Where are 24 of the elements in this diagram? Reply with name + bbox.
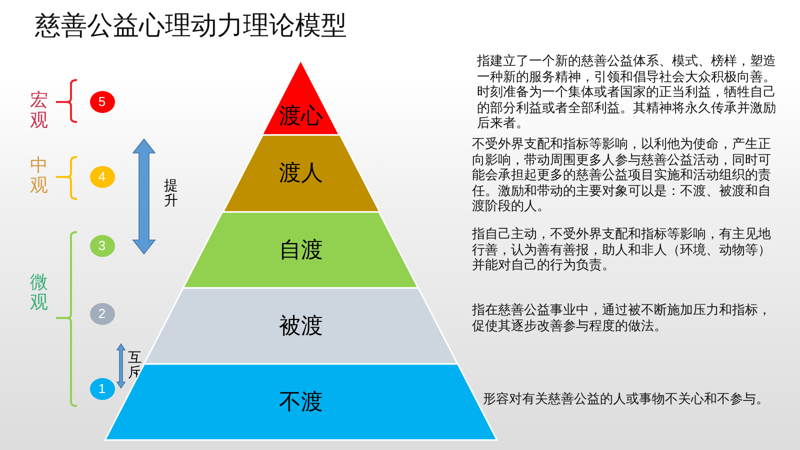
vertical-label: 微观	[30, 273, 48, 313]
vertical-label: 宏观	[30, 91, 48, 131]
number-circle: 2	[90, 303, 114, 325]
number-circle: 5	[90, 91, 114, 113]
number-circle: 3	[90, 235, 114, 257]
level-label: 渡心	[278, 105, 323, 127]
level-label: 不渡	[279, 391, 323, 413]
level-label: 渡人	[278, 162, 323, 184]
description-text: 指自己主动，不受外界支配和指标等影响，有主见地行善，认为善有善报，助人和非人（环境、动物等）并能对自己的行为负责。	[472, 226, 772, 273]
number-circle: 1	[90, 378, 114, 400]
number-circle: 4	[90, 166, 114, 188]
pyramid-level	[105, 364, 497, 440]
description-text: 指建立了一个新的慈善公益体系、模式、榜样，塑造一种新的服务精神，引领和倡导社会大众积极向善。时刻准备为一个集体或者国家的正当利益，牺牲自己的部分利益或者全部利益。其精神将永久传承并激励后来者。	[477, 53, 777, 131]
diagram-title: 慈善公益心理动力理论模型	[35, 9, 347, 42]
description-text: 不受外界支配和指标等影响，以利他为使命，产生正向影响，带动周围更多人参与慈善公益活动，同时可能会承担起更多的慈善公益项目实施和活动组织的责任。激励和带动的主要对象可以是：不渡、被渡和自渡阶段的人。	[472, 136, 772, 214]
vertical-label: 提升	[164, 178, 178, 209]
description-text: 指在慈善公益事业中，通过被不断施加压力和指标，促使其逐步改善参与程度的做法。	[472, 302, 772, 334]
level-label: 自渡	[278, 239, 323, 261]
pyramid-level	[222, 135, 380, 212]
description-text: 形容对有关慈善公益的人或事物不关心和不参与。	[483, 391, 770, 407]
pyramid-level	[144, 288, 458, 364]
pyramid-level	[183, 212, 419, 288]
vertical-label: 中观	[30, 156, 48, 196]
level-label: 被渡	[278, 315, 323, 337]
